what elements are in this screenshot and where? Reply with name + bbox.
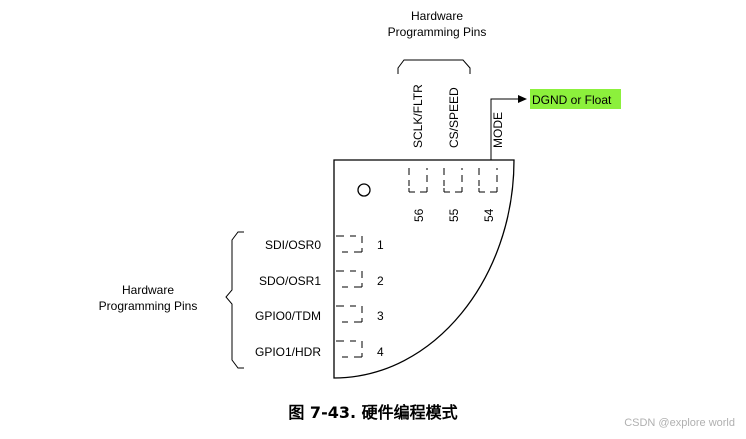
pad-1 (336, 235, 363, 253)
left-brace (225, 231, 244, 369)
mode-connection-line (490, 98, 519, 160)
dgnd-or-float-label: DGND or Float (532, 93, 612, 107)
pad-3 (336, 305, 363, 323)
top-pin-name-mode: MODE (491, 112, 505, 148)
top-pin-name-cs: CS/SPEED (447, 87, 461, 148)
left-pin-name-gpio0: GPIO0/TDM (255, 309, 321, 323)
left-pin-name-sdo: SDO/OSR1 (259, 274, 321, 288)
left-pin-number-3: 3 (377, 309, 384, 323)
pad-2 (336, 270, 363, 288)
top-pin-number-55: 55 (447, 208, 461, 222)
left-pads (336, 235, 363, 358)
top-group-label-line1: Hardware (411, 9, 463, 23)
top-pads (408, 168, 498, 193)
pad-56 (408, 168, 428, 193)
left-group-label-line2: Programming Pins (99, 299, 198, 313)
dgnd-highlight (530, 89, 621, 109)
top-pin-name-sclk: SCLK/FLTR (411, 84, 425, 148)
watermark: CSDN @explore world (624, 417, 735, 429)
left-pin-name-sdi: SDI/OSR0 (265, 238, 321, 252)
mode-arrowhead (518, 95, 527, 103)
pad-54 (478, 168, 498, 193)
left-pin-number-1: 1 (377, 238, 384, 252)
chip-body (333, 159, 515, 379)
left-pin-number-4: 4 (377, 345, 384, 359)
pad-4 (336, 340, 363, 358)
left-pin-number-2: 2 (377, 274, 384, 288)
top-group-label-line2: Programming Pins (388, 25, 487, 39)
top-brace (397, 59, 471, 74)
figure-caption: 图 7-43. 硬件编程模式 (288, 403, 457, 422)
top-pin-number-56: 56 (412, 208, 426, 222)
left-pin-name-gpio1: GPIO1/HDR (255, 345, 321, 359)
pin1-indicator-circle (357, 183, 371, 197)
pad-55 (443, 168, 463, 193)
left-group-label-line1: Hardware (122, 283, 174, 297)
top-pin-number-54: 54 (482, 208, 496, 222)
